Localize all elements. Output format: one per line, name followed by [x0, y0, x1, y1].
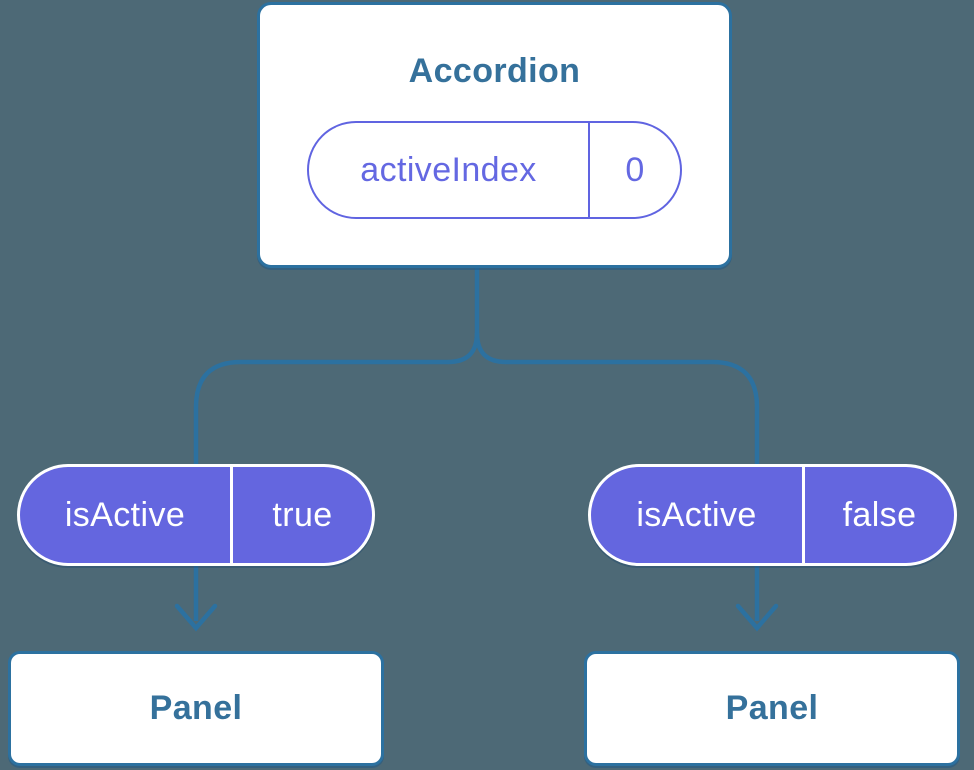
state-pill-activeindex: activeIndex 0 [307, 121, 682, 219]
panel-component-card-right: Panel [584, 651, 960, 766]
prop-name: isActive [636, 495, 757, 534]
state-value: 0 [588, 123, 680, 217]
component-title: Panel [725, 689, 819, 727]
arrow-down-icon-right [735, 603, 779, 632]
prop-pill-isactive-true: isActive true [17, 464, 375, 566]
prop-value: true [230, 467, 372, 563]
panel-component-card-left: Panel [8, 651, 384, 766]
branch-line-left [193, 266, 480, 466]
arrow-down-icon-left [174, 603, 218, 632]
component-title: Accordion [408, 52, 581, 90]
branch-line-right [474, 332, 760, 466]
accordion-component-card: Accordion activeIndex 0 [257, 2, 732, 268]
prop-name: isActive [64, 495, 186, 534]
component-title: Panel [149, 689, 243, 727]
prop-pill-isactive-false: isActive false [588, 464, 957, 566]
state-name: activeIndex [360, 150, 537, 189]
prop-value: false [802, 467, 954, 563]
